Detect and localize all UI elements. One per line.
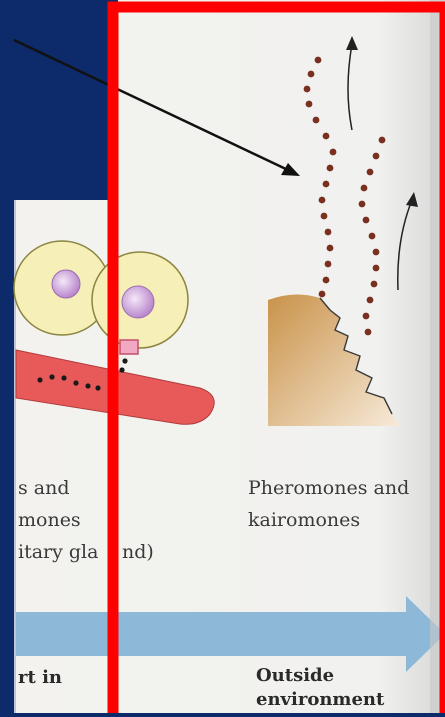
left-label-line1: s and — [18, 475, 70, 501]
nucleus-left — [52, 270, 80, 298]
blue-frame-left — [0, 200, 14, 713]
outside-label-line1: Outside — [256, 663, 334, 689]
pheromones-label-line2: kairomones — [248, 507, 360, 533]
left-label-line3-tail: nd) — [122, 539, 154, 565]
nucleus-right — [122, 286, 154, 318]
blue-frame-top — [0, 0, 118, 200]
left-label-line3: itary gla — [18, 539, 98, 565]
outside-label-line2: environment — [256, 687, 384, 713]
left-label-line2: mones — [18, 507, 81, 533]
flow-arrow-shaft — [16, 612, 410, 656]
vesicle — [120, 340, 138, 354]
bottom-left-label: rt in — [18, 665, 62, 691]
pheromones-label-line1: Pheromones and — [248, 475, 409, 501]
